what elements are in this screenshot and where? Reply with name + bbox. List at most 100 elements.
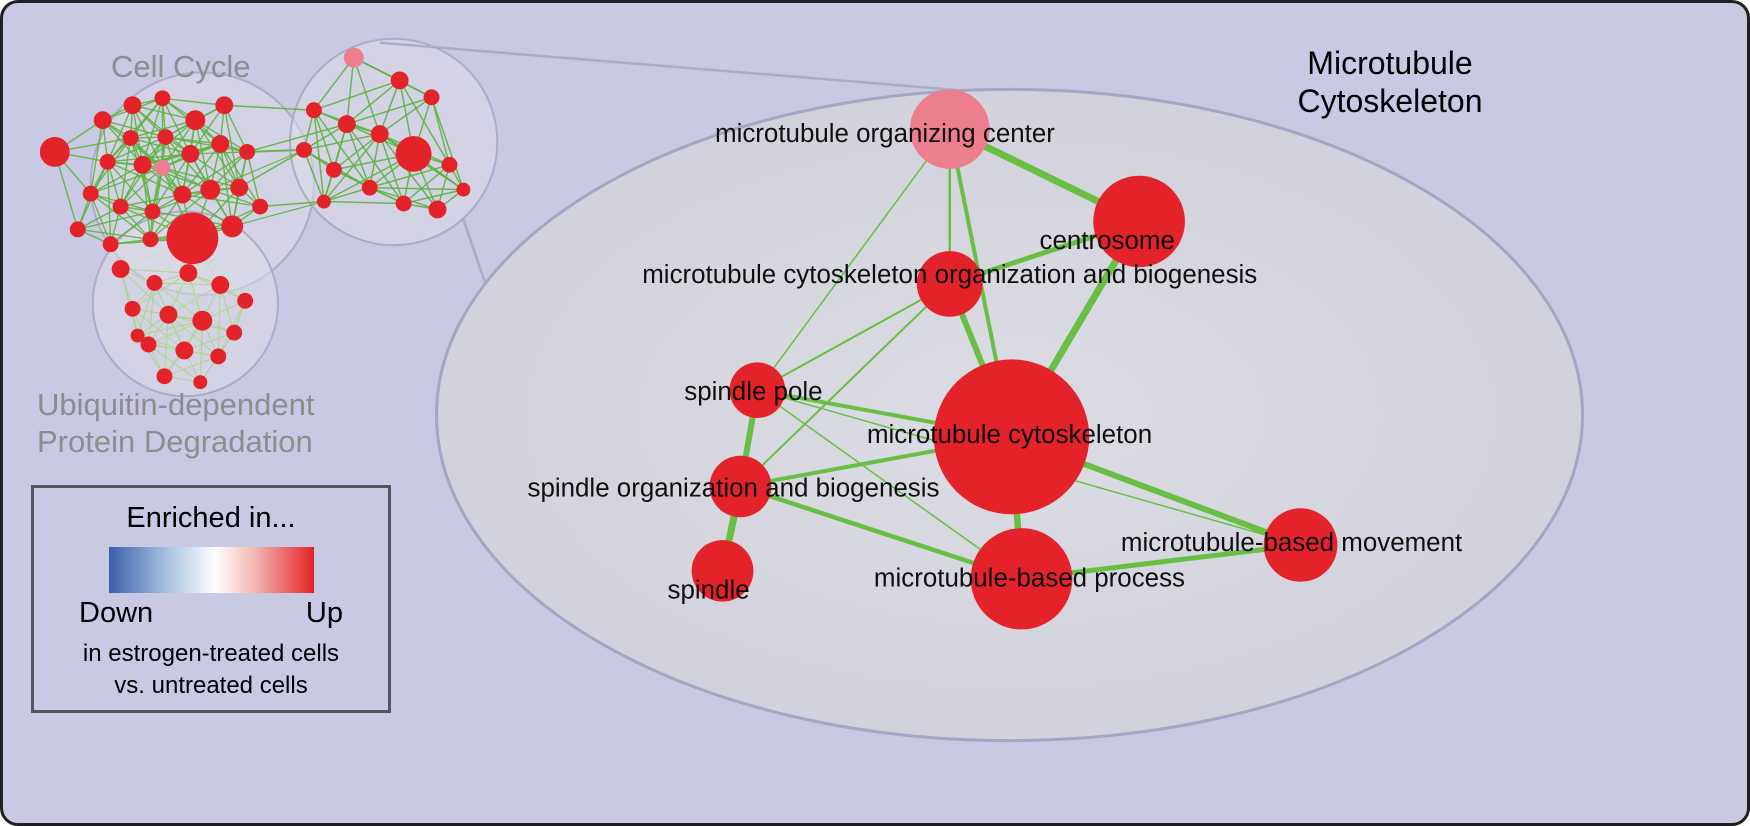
network-node <box>295 141 312 158</box>
node-label: microtubule cytoskeleton <box>867 421 1152 449</box>
network-node <box>970 528 1073 630</box>
network-edge <box>210 149 305 191</box>
network-edge <box>149 194 183 240</box>
network-node <box>428 200 447 219</box>
network-node <box>157 129 174 145</box>
cluster-label-text: Cell Cycle <box>111 49 251 84</box>
network-edge <box>107 161 154 212</box>
network-edge <box>246 123 348 153</box>
node-label: spindle pole <box>684 378 822 406</box>
cluster-label-line1: Ubiquitin-dependent <box>37 387 315 422</box>
network-edge <box>199 320 203 383</box>
network-edge <box>164 136 184 195</box>
network-node <box>390 71 409 90</box>
network-edge <box>162 97 225 106</box>
network-node <box>423 89 440 106</box>
network-edge <box>323 186 370 203</box>
network-edge <box>333 133 381 171</box>
network-node <box>305 102 322 119</box>
network-node <box>239 143 256 160</box>
legend-up-label: Up <box>305 597 343 629</box>
network-edge <box>90 193 151 240</box>
network-edge <box>369 186 464 191</box>
network-node <box>456 182 471 197</box>
network-node <box>146 275 163 291</box>
network-edge <box>142 164 211 191</box>
network-node <box>179 264 198 282</box>
network-edge <box>161 97 191 155</box>
network-node <box>325 161 342 178</box>
network-node <box>252 198 269 215</box>
network-edge <box>313 109 371 189</box>
network-edge <box>369 133 381 188</box>
legend-caption: in estrogen-treated cells vs. untreated … <box>34 638 388 703</box>
network-edge <box>165 136 248 153</box>
network-edge <box>238 149 305 189</box>
network-edge <box>398 80 451 166</box>
network-node <box>122 130 139 146</box>
network-node <box>144 203 161 220</box>
network-edge <box>90 193 112 245</box>
network-node <box>159 305 178 324</box>
network-node <box>112 198 129 215</box>
network-edge <box>224 104 314 111</box>
network-edge <box>219 143 233 227</box>
network-node <box>395 195 412 212</box>
network-node <box>933 359 1090 515</box>
node-label: microtubule organizing center <box>715 120 1055 148</box>
network-node <box>230 178 249 197</box>
network-edge <box>232 200 325 227</box>
network-edge <box>90 167 163 195</box>
network-edge <box>223 105 240 188</box>
network-node <box>93 111 112 130</box>
network-node <box>82 185 99 202</box>
network-edge <box>77 210 153 231</box>
zoom-link-line <box>379 41 1010 96</box>
legend: Enriched in... Down Up in estrogen-treat… <box>31 485 391 713</box>
network-edge <box>313 110 325 202</box>
network-edge <box>379 80 401 135</box>
network-edge <box>194 119 240 189</box>
network-edge <box>142 143 221 166</box>
network-node <box>69 221 86 238</box>
network-node <box>226 324 243 341</box>
network-node <box>142 231 159 248</box>
cluster-label-cell-cycle: Cell Cycle <box>111 49 251 85</box>
network-node <box>175 341 194 360</box>
legend-caption-line1: in estrogen-treated cells <box>82 640 340 667</box>
network-node <box>99 153 116 170</box>
network-edge <box>182 193 261 208</box>
network-edge <box>154 282 221 286</box>
network-edge <box>247 148 304 153</box>
network-edge <box>260 200 324 208</box>
network-edge <box>313 79 400 111</box>
node-label: spindle organization and biogenesis <box>527 474 939 502</box>
network-node <box>361 179 378 196</box>
network-node <box>909 89 990 169</box>
network-node <box>441 156 458 173</box>
network-edge <box>151 153 191 212</box>
network-node <box>130 328 145 343</box>
network-edge <box>313 109 335 171</box>
network-edge <box>756 128 951 391</box>
network-edge <box>163 314 169 377</box>
node-label: microtubule-based process <box>874 565 1185 593</box>
network-node <box>200 179 221 200</box>
legend-title: Enriched in... <box>126 502 296 534</box>
network-edge <box>353 57 381 135</box>
network-node <box>123 96 142 115</box>
network-node <box>193 375 208 390</box>
network-edge <box>379 133 439 210</box>
network-edge <box>147 282 156 345</box>
network-edge <box>303 133 380 151</box>
network-edge <box>219 143 261 207</box>
network-node <box>211 276 230 294</box>
network-node <box>156 368 173 385</box>
network-node <box>140 336 157 353</box>
node-label: microtubule cytoskeleton organization an… <box>642 261 1257 289</box>
network-edge <box>130 119 196 139</box>
network-edge <box>137 320 203 337</box>
network-edge <box>346 96 432 125</box>
network-edge <box>107 97 163 163</box>
legend-gradient-bar <box>108 547 314 593</box>
